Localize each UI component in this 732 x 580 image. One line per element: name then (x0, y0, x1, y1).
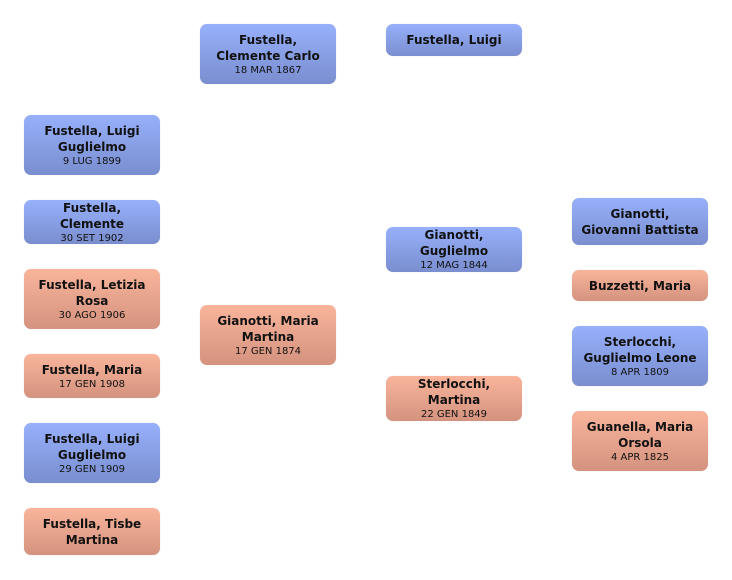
person-name: Fustella, Luigi Guglielmo (44, 431, 140, 462)
person-name: Fustella, Luigi Guglielmo (44, 123, 140, 154)
person-name: Gianotti, Guglielmo (419, 228, 489, 258)
person-node[interactable]: Sterlocchi, Martina 22 GEN 1849 (386, 376, 522, 421)
person-node[interactable]: Gianotti, Giovanni Battista (572, 198, 708, 245)
person-name: Fustella, Letizia Rosa (38, 277, 146, 308)
person-name: Sterlocchi, Martina (417, 377, 491, 407)
person-name: Fustella, Maria (41, 362, 143, 377)
person-name: Fustella, Clemente (59, 200, 125, 231)
person-name: Gianotti, Maria Martina (217, 313, 319, 344)
person-name: Gianotti, Giovanni Battista (581, 206, 699, 237)
person-date: 9 LUG 1899 (62, 155, 122, 167)
person-node[interactable]: Buzzetti, Maria (572, 270, 708, 301)
person-date: 8 APR 1809 (611, 366, 669, 378)
person-date: 18 MAR 1867 (234, 64, 302, 76)
person-node[interactable]: Fustella, Luigi (386, 24, 522, 56)
person-name: Fustella, Clemente Carlo (216, 32, 320, 63)
person-date: 4 APR 1825 (611, 451, 669, 463)
person-name: Fustella, Luigi (406, 33, 502, 47)
person-date: 17 GEN 1908 (58, 378, 126, 390)
person-date: 30 SET 1902 (60, 232, 124, 244)
person-node[interactable]: Gianotti, Guglielmo 12 MAG 1844 (386, 227, 522, 272)
person-date: 30 AGO 1906 (58, 309, 126, 321)
person-date: 22 GEN 1849 (420, 409, 488, 420)
person-name: Fustella, Tisbe Martina (42, 516, 142, 547)
person-date: 12 MAG 1844 (420, 260, 488, 271)
person-name: Guanella, Maria Orsola (586, 419, 694, 450)
person-date: 17 GEN 1874 (234, 345, 302, 357)
person-name: Sterlocchi, Guglielmo Leone (583, 334, 697, 365)
person-node[interactable]: Fustella, Tisbe Martina (24, 508, 160, 555)
person-date: 29 GEN 1909 (58, 463, 126, 475)
person-name: Buzzetti, Maria (588, 278, 692, 293)
